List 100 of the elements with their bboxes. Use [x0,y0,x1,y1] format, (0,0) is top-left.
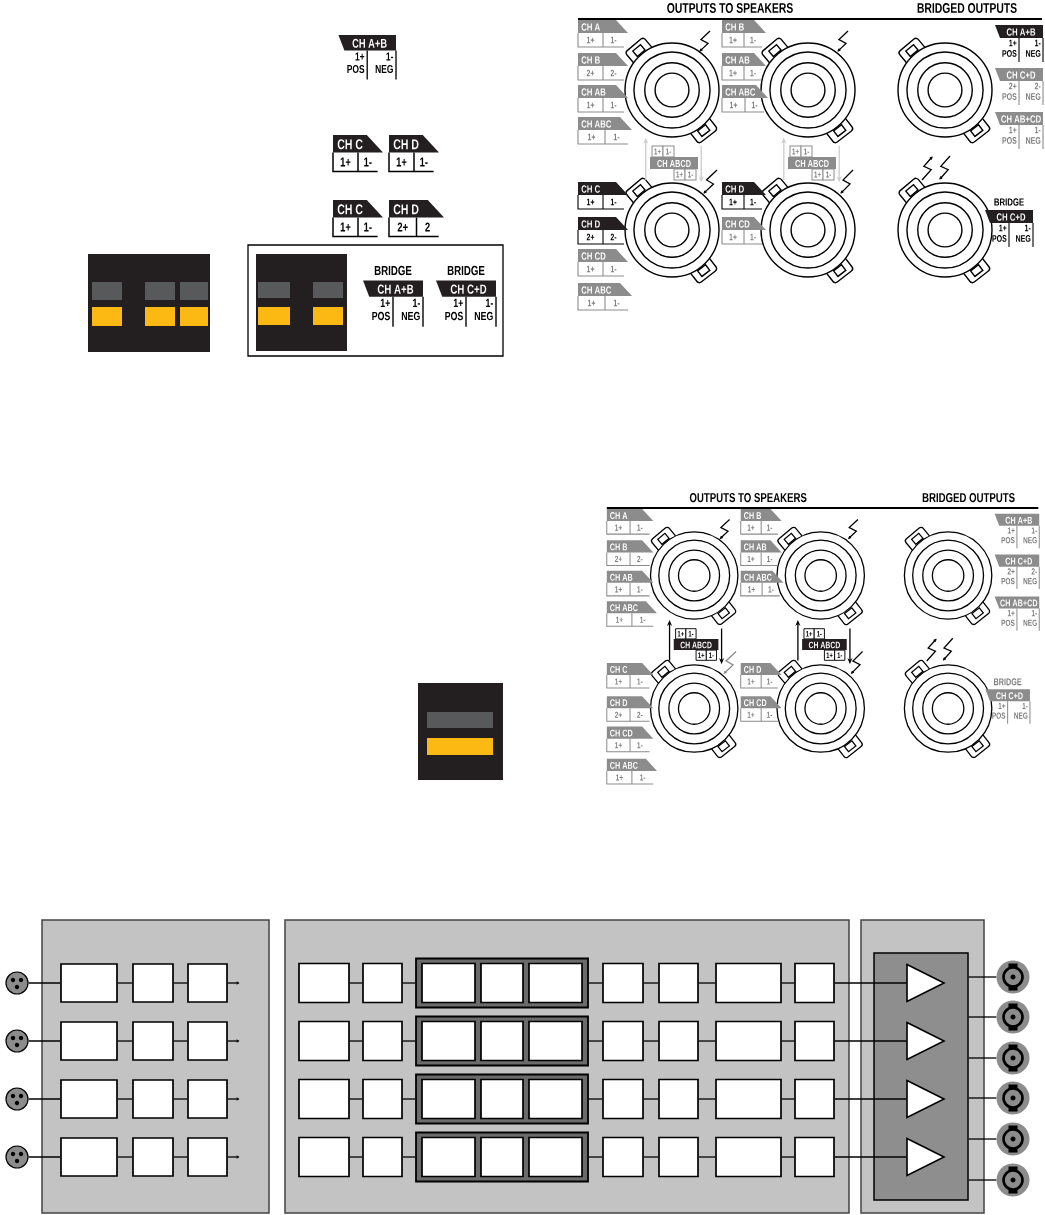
connector-line [781,1040,795,1042]
terminal-label: CH CD 1+ 1- [606,726,654,753]
connector-line [402,982,416,984]
block-box [794,1136,835,1178]
connector-line [27,1040,61,1042]
terminal-label: CH AB 1+ 1- [721,53,766,81]
terminal-label: 1+ 1- CH ABCD 1+ 1- [650,145,698,181]
connector-line [227,1039,240,1043]
block-box [362,1020,403,1062]
section-heading: BRIDGED OUTPUTS [922,493,1015,503]
terminal-label: CH C 1+ 1- [577,182,628,210]
block-box [794,1020,835,1062]
connector-line [402,1098,416,1100]
terminal-label: CH D 1+ 1- [721,182,766,210]
speaker-connector [624,37,720,144]
connector-line [349,1040,363,1042]
connector-line [968,1057,997,1059]
block-box [528,1078,583,1120]
terminal-label: CH B 1+ 1- [721,20,766,48]
connector-line [698,982,716,984]
terminal-label: CH A 1+ 1- [577,20,628,48]
input-connector [5,971,29,995]
terminal-label: BRIDGE CH A+B 1+ POS 1- NEG [363,265,424,328]
terminal-label: CH C 1+ 1- [332,135,383,173]
terminal-label: CH B 2+ 2- [577,53,628,81]
amplifier-symbol [906,1079,946,1119]
output-connector [996,1122,1030,1156]
terminal-label: BRIDGE CH C+D 1+ POS 1- NEG [985,678,1031,725]
connector-line [781,1098,795,1100]
block-box [187,1021,228,1061]
block-box [187,963,228,1003]
connector-line [117,1040,133,1042]
connector-line [227,981,240,985]
block-box [602,962,644,1004]
output-connector [996,1041,1030,1075]
connector-line [781,982,795,984]
connector-line [834,1040,908,1042]
connector-line [698,1156,716,1158]
block-box [658,1136,699,1178]
block-box [60,1021,118,1061]
connector-line [643,1040,659,1042]
terminal-label: CH AB 1+ 1- [606,570,654,597]
block-box [658,1020,699,1062]
terminal-label: CH D 2+ 2 [388,200,444,238]
connector-line [117,982,133,984]
terminal-label: CH AB+CD 1+ POS 1- NEG [995,112,1044,150]
terminal-label: CH AB 1+ 1- [577,85,628,113]
connector-line [117,1156,133,1158]
terminal-label: CH ABC 1+ 1- [721,85,768,113]
connector-line [968,976,997,978]
terminal-label: CH C+D 2+ POS 2- NEG [994,554,1040,590]
block-box [421,1020,476,1062]
connector-line [968,1097,997,1099]
connector-line [588,1040,603,1042]
connector-line [643,982,659,984]
connector-line [227,1097,240,1101]
terminal-label: CH CD 1+ 1- [740,696,782,722]
speaker-connector [760,37,856,144]
input-connector [5,1145,29,1169]
block-box [187,1137,228,1177]
output-connector [996,1000,1030,1034]
block-box [715,1136,782,1178]
amplifier-symbol [906,963,946,1003]
connector-line [173,982,188,984]
speaker-connector [903,659,993,759]
section-heading: BRIDGED OUTPUTS [917,3,1017,13]
block-box [528,1136,583,1178]
block-box [421,962,476,1004]
block-box [298,1136,350,1178]
block-box [480,962,524,1004]
block-box [528,1020,583,1062]
block-box [132,963,174,1003]
terminal-label: CH ABC 1+ 1- [606,758,657,785]
connector-line [349,1156,363,1158]
block-box [715,1020,782,1062]
block-box [602,1136,644,1178]
connector-line [968,1179,997,1181]
terminal-label: CH AB 1+ 1- [740,540,782,566]
block-box [528,962,583,1004]
terminal-label: CH A+B 1+ POS 1- NEG [995,25,1044,63]
block-box [658,1078,699,1120]
connector-line [402,1040,416,1042]
block-box [362,1078,403,1120]
terminal-label: BRIDGE CH C+D 1+ POS 1- NEG [436,265,497,328]
speaker-connector [903,526,993,626]
block-box [602,1078,644,1120]
terminal-label: CH C 1+ 1- [332,200,383,238]
connector-line [173,1156,188,1158]
speaker-connector [897,177,993,284]
output-connector [996,1081,1030,1115]
terminal-label: CH C+D 2+ POS 2- NEG [995,68,1044,106]
terminal-label: CH ABC 1+ 1- [606,601,657,627]
block-box [715,962,782,1004]
terminal-label: CH A 1+ 1- [606,509,654,535]
terminal-label: CH CD 1+ 1- [577,249,628,277]
block-box [794,1078,835,1120]
output-connector [996,1163,1030,1197]
block-box [298,1020,350,1062]
connector-line [349,982,363,984]
terminal-label: CH CD 1+ 1- [721,217,766,245]
